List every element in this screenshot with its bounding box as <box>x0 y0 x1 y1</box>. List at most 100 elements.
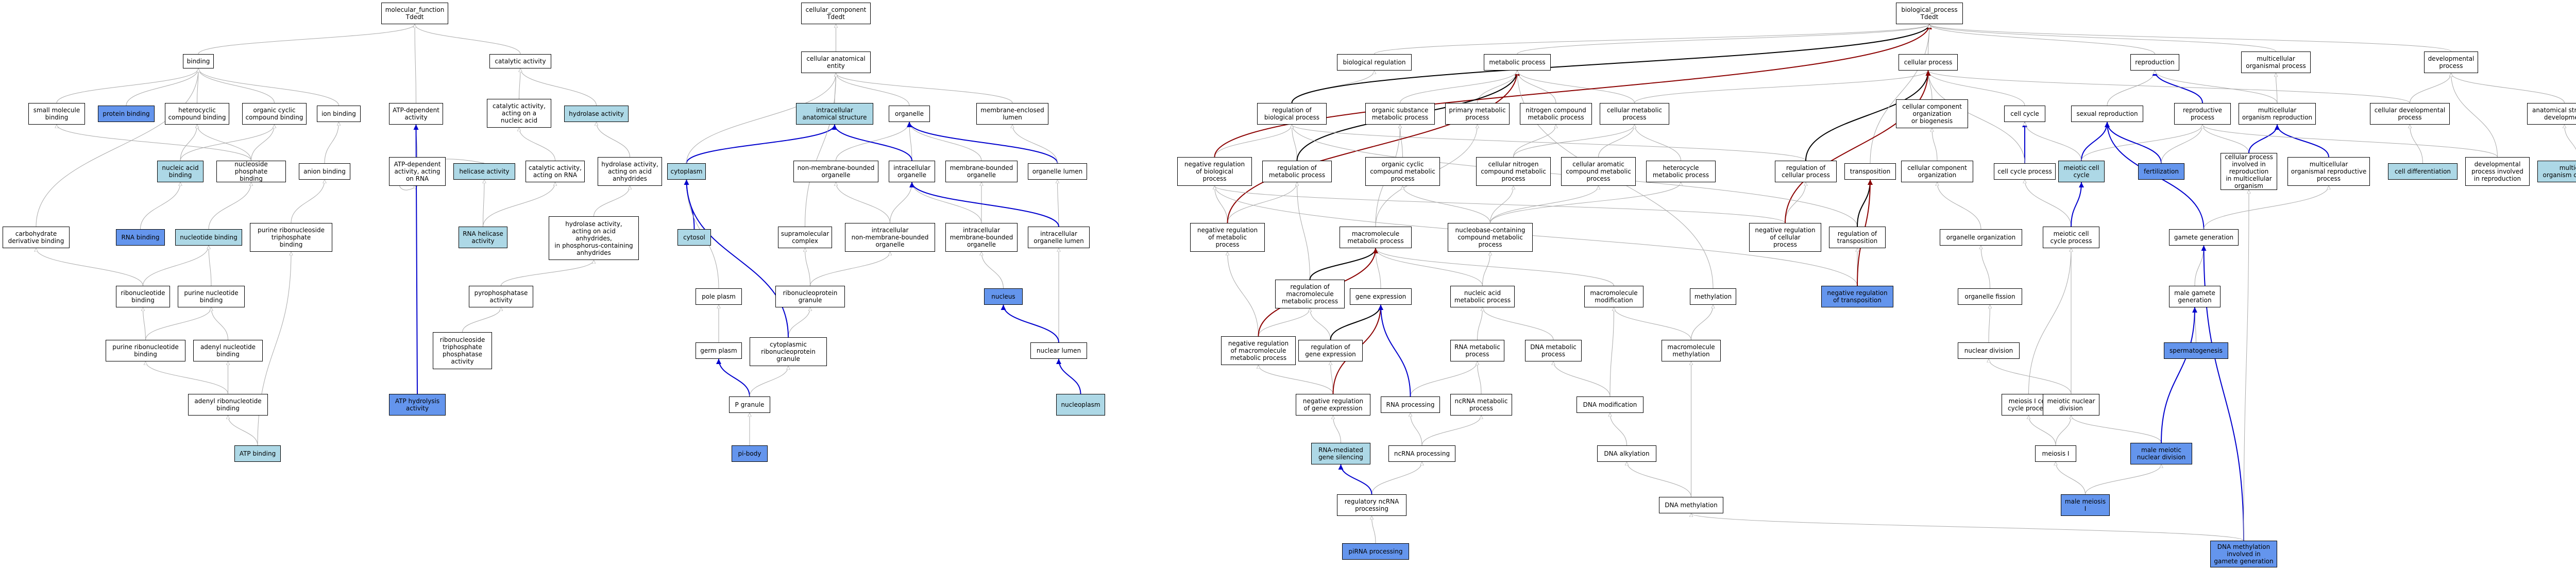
node-ribonucleoprotein-granule[interactable]: ribonucleoprotein granule <box>775 286 845 307</box>
node-ribonucleoside-triphosphate-phosphatase[interactable]: ribonucleoside triphosphate phosphatase … <box>433 332 492 369</box>
node-cellular-developmental-process[interactable]: cellular developmental process <box>2370 103 2450 125</box>
node-cellular-process[interactable]: cellular process <box>1899 54 1958 71</box>
node-sexual-reproduction[interactable]: sexual reproduction <box>2071 106 2143 122</box>
node-regulation-of-macromolecule-metabolic-process[interactable]: regulation of macromolecule metabolic pr… <box>1275 280 1345 308</box>
node-cytosol[interactable]: cytosol <box>677 229 711 246</box>
node-nucleic-acid-binding[interactable]: nucleic acid binding <box>157 161 204 182</box>
node-organelle[interactable]: organelle <box>889 106 930 122</box>
node-rna-mediated-gene-silencing[interactable]: RNA-mediated gene silencing <box>1311 443 1370 464</box>
node-organic-cyclic-compound-binding[interactable]: organic cyclic compound binding <box>242 103 307 125</box>
node-molecular-function[interactable]: molecular_function Tdedt <box>381 3 448 24</box>
node-multicellular-organismal-process[interactable]: multicellular organismal process <box>2241 51 2311 73</box>
node-dna-methylation-gamete[interactable]: DNA methylation involved in gamete gener… <box>2210 541 2277 567</box>
node-atp-dependent-activity[interactable]: ATP-dependent activity <box>389 103 443 125</box>
node-cellular-component-organization-or-biogenesis[interactable]: cellular component organization or bioge… <box>1896 99 1968 128</box>
node-dna-metabolic-process[interactable]: DNA metabolic process <box>1525 340 1582 361</box>
node-metabolic-process[interactable]: metabolic process <box>1484 54 1551 71</box>
node-cell-cycle[interactable]: cell cycle <box>2004 106 2045 122</box>
node-nucleoside-phosphate-binding[interactable]: nucleoside phosphate binding <box>216 161 286 182</box>
node-cellular-metabolic-process[interactable]: cellular metabolic process <box>1600 103 1669 125</box>
node-nuclear-lumen[interactable]: nuclear lumen <box>1030 342 1087 359</box>
node-methylation[interactable]: methylation <box>1690 288 1736 305</box>
node-organic-cyclic-compound-metabolic-process[interactable]: organic cyclic compound metabolic proces… <box>1365 157 1440 186</box>
node-cytoplasm[interactable]: cytoplasm <box>667 163 706 180</box>
node-pole-plasm[interactable]: pole plasm <box>696 288 742 305</box>
node-meiosis-i[interactable]: meiosis I <box>2035 445 2076 462</box>
node-transposition[interactable]: transposition <box>1844 163 1896 180</box>
node-hydrolase-phosphorus-anhydrides[interactable]: hydrolase activity, acting on acid anhyd… <box>549 216 639 260</box>
node-adenyl-ribonucleotide-binding[interactable]: adenyl ribonucleotide binding <box>188 394 268 416</box>
node-negative-regulation-of-cellular-process[interactable]: negative regulation of cellular process <box>1749 223 1821 252</box>
node-carbohydrate-derivative-binding[interactable]: carbohydrate derivative binding <box>3 227 70 248</box>
node-small-molecule-binding[interactable]: small molecule binding <box>28 103 85 125</box>
node-rna-metabolic-process[interactable]: RNA metabolic process <box>1450 340 1504 361</box>
node-pi-body[interactable]: pi-body <box>732 445 768 462</box>
node-cell-differentiation[interactable]: cell differentiation <box>2388 163 2458 180</box>
node-germ-plasm[interactable]: germ plasm <box>696 342 742 359</box>
node-catalytic-activity[interactable]: catalytic activity <box>489 54 551 68</box>
node-catalytic-activity-nucleic-acid[interactable]: catalytic activity, acting on a nucleic … <box>487 99 551 128</box>
node-ncrna-metabolic-process[interactable]: ncRNA metabolic process <box>1450 394 1512 416</box>
node-rna-helicase-activity[interactable]: RNA helicase activity <box>459 227 507 248</box>
node-cellular-nitrogen-compound-metabolic-process[interactable]: cellular nitrogen compound metabolic pro… <box>1476 157 1551 186</box>
node-nucleoplasm[interactable]: nucleoplasm <box>1056 394 1105 416</box>
node-cellular-component[interactable]: cellular_component Tdedt <box>801 3 871 24</box>
node-atp-dependent-activity-rna[interactable]: ATP-dependent activity, acting on RNA <box>389 157 446 186</box>
node-membrane-enclosed-lumen[interactable]: membrane-enclosed lumen <box>976 103 1048 125</box>
node-purine-nucleotide-binding[interactable]: purine nucleotide binding <box>178 286 245 307</box>
node-p-granule[interactable]: P granule <box>729 396 770 413</box>
node-macromolecule-modification[interactable]: macromolecule modification <box>1584 286 1643 307</box>
node-intracellular-membrane-bounded-organelle[interactable]: intracellular membrane-bounded organelle <box>945 223 1018 252</box>
node-multicellular-organism-reproduction[interactable]: multicellular organism reproduction <box>2239 103 2316 125</box>
node-rna-binding[interactable]: RNA binding <box>116 229 165 246</box>
node-purine-ribonucleoside-triphosphate-binding[interactable]: purine ribonucleoside triphosphate bindi… <box>250 223 332 252</box>
node-male-meiosis-i[interactable]: male meiosis I <box>2061 494 2110 516</box>
node-macromolecule-methylation[interactable]: macromolecule methylation <box>1662 340 1721 361</box>
node-regulation-of-metabolic-process[interactable]: regulation of metabolic process <box>1262 161 1332 182</box>
node-negative-regulation-of-macromolecule-metabolic-process[interactable]: negative regulation of macromolecule met… <box>1221 336 1296 365</box>
node-fertilization[interactable]: fertilization <box>2138 163 2184 180</box>
node-developmental-process-reproduction[interactable]: developmental process involved in reprod… <box>2465 157 2530 186</box>
node-regulatory-ncrna-processing[interactable]: regulatory ncRNA processing <box>1337 494 1406 516</box>
node-organic-substance-metabolic-process[interactable]: organic substance metabolic process <box>1365 103 1435 125</box>
node-nucleus[interactable]: nucleus <box>984 288 1023 305</box>
node-reproductive-process[interactable]: reproductive process <box>2174 103 2231 125</box>
node-cellular-component-organization[interactable]: cellular component organization <box>1901 161 1973 182</box>
node-heterocycle-metabolic-process[interactable]: heterocycle metabolic process <box>1646 161 1716 182</box>
node-cellular-aromatic-compound-metabolic-process[interactable]: cellular aromatic compound metabolic pro… <box>1561 157 1636 186</box>
node-regulation-of-gene-expression[interactable]: regulation of gene expression <box>1298 340 1363 361</box>
node-rna-processing[interactable]: RNA processing <box>1381 396 1440 413</box>
node-purine-ribonucleotide-binding[interactable]: purine ribonucleotide binding <box>106 340 185 361</box>
node-meiotic-cell-cycle-process[interactable]: meiotic cell cycle process <box>2043 227 2099 248</box>
node-nuclear-division[interactable]: nuclear division <box>1958 342 2020 359</box>
node-organelle-fission[interactable]: organelle fission <box>1958 288 2022 305</box>
node-cellular-process-reproduction-multicellular[interactable]: cellular process involved in reproductio… <box>2221 153 2277 190</box>
node-biological-regulation[interactable]: biological regulation <box>1337 54 1412 71</box>
node-anatomical-structure-development[interactable]: anatomical structure development <box>2527 103 2576 125</box>
node-intracellular-non-membrane-bounded-organelle[interactable]: intracellular non-membrane-bounded organ… <box>845 223 935 252</box>
node-hydrolase-anhydrides[interactable]: hydrolase activity, acting on acid anhyd… <box>598 157 662 186</box>
node-negative-regulation-of-gene-expression[interactable]: negative regulation of gene expression <box>1296 394 1370 416</box>
node-dna-modification[interactable]: DNA modification <box>1577 396 1643 413</box>
node-cytoplasmic-ribonucleoprotein-granule[interactable]: cytoplasmic ribonucleoprotein granule <box>750 337 827 366</box>
node-nitrogen-compound-metabolic-process[interactable]: nitrogen compound metabolic process <box>1520 103 1592 125</box>
node-primary-metabolic-process[interactable]: primary metabolic process <box>1445 103 1510 125</box>
node-spermatogenesis[interactable]: spermatogenesis <box>2164 342 2228 359</box>
node-nucleotide-binding[interactable]: nucleotide binding <box>175 229 242 246</box>
node-negative-regulation-of-biological-process[interactable]: negative regulation of biological proces… <box>1177 157 1252 186</box>
node-helicase-activity[interactable]: helicase activity <box>453 163 515 180</box>
node-pyrophosphatase-activity[interactable]: pyrophosphatase activity <box>469 286 533 307</box>
node-multicellular-organism-development[interactable]: multicellular organism development <box>2537 161 2576 182</box>
node-binding[interactable]: binding <box>183 54 214 68</box>
node-male-meiotic-nuclear-division[interactable]: male meiotic nuclear division <box>2130 443 2192 464</box>
node-heterocyclic-compound-binding[interactable]: heterocyclic compound binding <box>165 103 229 125</box>
node-hydrolase-activity[interactable]: hydrolase activity <box>564 106 629 122</box>
node-regulation-of-transposition[interactable]: regulation of transposition <box>1829 227 1886 248</box>
node-adenyl-nucleotide-binding[interactable]: adenyl nucleotide binding <box>193 340 263 361</box>
node-organelle-organization[interactable]: organelle organization <box>1940 229 2022 246</box>
node-intracellular-organelle[interactable]: intracellular organelle <box>889 161 935 182</box>
node-dna-methylation[interactable]: DNA methylation <box>1659 497 1723 513</box>
node-intracellular-anatomical-structure[interactable]: intracellular anatomical structure <box>796 103 873 125</box>
node-negative-regulation-of-transposition[interactable]: negative regulation of transposition <box>1821 286 1893 307</box>
node-ribonucleotide-binding[interactable]: ribonucleotide binding <box>116 286 170 307</box>
